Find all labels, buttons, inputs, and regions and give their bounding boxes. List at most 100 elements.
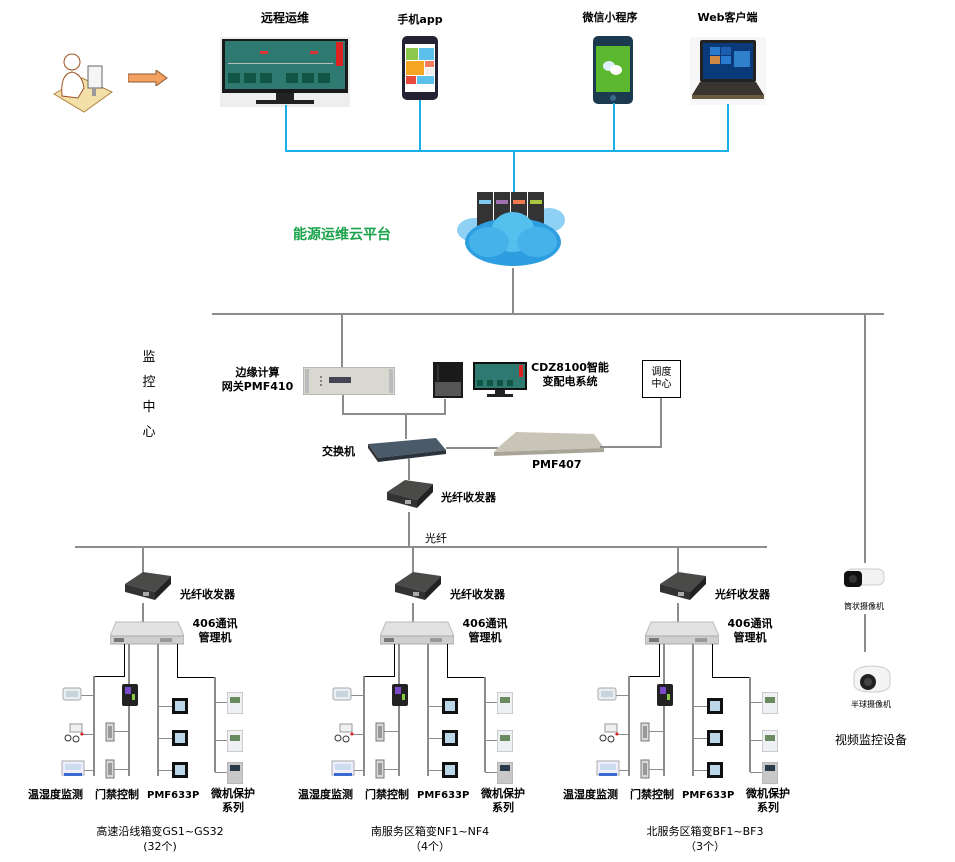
protection-relay-icon bbox=[762, 692, 778, 714]
pmf633p-meter-icon bbox=[172, 762, 188, 778]
bullet-camera-icon bbox=[842, 565, 886, 593]
link-switch-pmf407 bbox=[446, 447, 498, 449]
branch-door-bus bbox=[128, 644, 130, 776]
access-control-label: 门禁控制 bbox=[95, 788, 139, 801]
temp-humidity-sensor-icon bbox=[62, 687, 82, 701]
tap bbox=[350, 734, 364, 735]
site-transceiver-to-manager bbox=[142, 603, 144, 623]
protection-label: 微机保护 系列 bbox=[203, 787, 263, 815]
branch-temp-bus bbox=[93, 676, 95, 776]
site-fiber-transceiver-icon bbox=[119, 570, 173, 604]
pmf633p-meter-icon bbox=[442, 698, 458, 714]
tap bbox=[750, 772, 762, 773]
edge-gateway-device-icon bbox=[303, 367, 395, 395]
pmf633p-meter-icon bbox=[707, 762, 723, 778]
site-comm-manager-label: 406通讯 管理机 bbox=[720, 617, 780, 645]
door-lock-icon bbox=[375, 722, 385, 742]
site-comm-manager-line1: 406通讯 bbox=[192, 617, 238, 630]
temp-probe-sensor-icon bbox=[599, 722, 619, 744]
branch-temp-h bbox=[364, 676, 395, 677]
tap bbox=[113, 731, 128, 732]
site-caption-line2: （4个） bbox=[410, 840, 450, 853]
tap bbox=[350, 695, 364, 696]
remote-ops-label: 远程运维 bbox=[260, 11, 309, 25]
operator-icon bbox=[52, 48, 114, 114]
site-transceiver-to-manager bbox=[677, 603, 679, 623]
dispatch-line1: 调度 bbox=[651, 367, 672, 378]
site-fiber-transceiver-label: 光纤收发器 bbox=[450, 588, 505, 601]
site-comm-manager-line2: 管理机 bbox=[733, 631, 767, 644]
protection-relay-icon bbox=[497, 762, 513, 784]
tap bbox=[159, 738, 173, 739]
link-gw-pc-join bbox=[342, 413, 446, 415]
arrow-right-icon bbox=[128, 70, 168, 86]
branch-prot-v1 bbox=[177, 644, 178, 678]
dispatch-line2: 中心 bbox=[651, 379, 672, 390]
site-transceiver-to-manager bbox=[412, 603, 414, 623]
tap bbox=[485, 740, 497, 741]
temp-display-unit-icon bbox=[331, 760, 355, 780]
meter-label: PMF633P bbox=[417, 790, 470, 801]
protection-line1: 微机保护 bbox=[746, 787, 790, 800]
door-lock-icon bbox=[105, 722, 115, 742]
tap bbox=[485, 772, 497, 773]
branch-meter-bus bbox=[157, 644, 159, 776]
protection-relay-icon bbox=[762, 730, 778, 752]
temp-humidity-sensor-icon bbox=[332, 687, 352, 701]
tap bbox=[694, 738, 708, 739]
site-fiber-transceiver-icon bbox=[654, 570, 708, 604]
dome-camera-icon bbox=[852, 664, 892, 694]
protection-relay-icon bbox=[227, 730, 243, 752]
site-drop bbox=[412, 548, 414, 574]
main-bus bbox=[212, 313, 884, 315]
temp-humidity-sensor-icon bbox=[597, 687, 617, 701]
video-monitoring-caption: 视频监控设备 bbox=[835, 733, 908, 747]
branch-temp-v1 bbox=[394, 644, 395, 677]
switch-label: 交换机 bbox=[322, 445, 355, 458]
branch-temp-h bbox=[94, 676, 125, 677]
edge-gateway-line2: 网关PMF410 bbox=[221, 380, 294, 393]
edge-gateway-label: 边缘计算 网关PMF410 bbox=[215, 366, 300, 394]
monitoring-center-char-1: 监 bbox=[142, 350, 156, 365]
door-lock-icon bbox=[640, 759, 650, 779]
site-caption-line1: 南服务区箱变NF1~NF4 bbox=[370, 825, 490, 838]
center-fiber-transceiver-icon bbox=[381, 478, 435, 512]
tap bbox=[429, 706, 443, 707]
tap bbox=[485, 702, 497, 703]
site-caption: 南服务区箱变NF1~NF4 （4个） bbox=[365, 824, 495, 854]
link-wechat bbox=[613, 103, 615, 152]
link-mobile-app bbox=[419, 100, 421, 152]
tap bbox=[615, 734, 629, 735]
site-comm-manager-line1: 406通讯 bbox=[727, 617, 773, 630]
branch-prot-h bbox=[177, 677, 215, 678]
branch-prot-h bbox=[712, 677, 750, 678]
tap bbox=[648, 769, 663, 770]
link-pmf407-dispatch-v bbox=[660, 398, 662, 448]
site-fiber-transceiver-label: 光纤收发器 bbox=[715, 588, 770, 601]
link-video bbox=[864, 315, 866, 563]
site-caption: 高速沿线箱变GS1~GS32 (32个) bbox=[95, 824, 225, 854]
temp-humidity-label: 温湿度监测 bbox=[28, 788, 83, 801]
link-pmf407-dispatch-h bbox=[600, 446, 662, 448]
web-laptop-icon bbox=[690, 37, 766, 105]
pmf633p-meter-icon bbox=[707, 698, 723, 714]
tap bbox=[429, 770, 443, 771]
tap bbox=[159, 770, 173, 771]
site-caption-line1: 北服务区箱变BF1~BF3 bbox=[646, 825, 764, 838]
access-control-label: 门禁控制 bbox=[630, 788, 674, 801]
tap bbox=[350, 770, 364, 771]
tap bbox=[159, 706, 173, 707]
protection-line2: 系列 bbox=[757, 801, 779, 814]
fingerprint-reader-icon bbox=[657, 684, 673, 706]
branch-temp-bus bbox=[363, 676, 365, 776]
cdz-line2: 变配电系统 bbox=[542, 375, 598, 388]
bullet-camera-label: 筒状摄像机 bbox=[844, 602, 884, 611]
tap bbox=[615, 695, 629, 696]
link-to-switch bbox=[405, 413, 407, 439]
protection-line1: 微机保护 bbox=[211, 787, 255, 800]
cdz-line1: CDZ8100智能 bbox=[531, 361, 609, 374]
protection-label: 微机保护 系列 bbox=[473, 787, 533, 815]
site-comm-manager-icon bbox=[110, 620, 184, 646]
branch-door-bus bbox=[663, 644, 665, 776]
site-caption-line2: (32个) bbox=[143, 840, 177, 853]
